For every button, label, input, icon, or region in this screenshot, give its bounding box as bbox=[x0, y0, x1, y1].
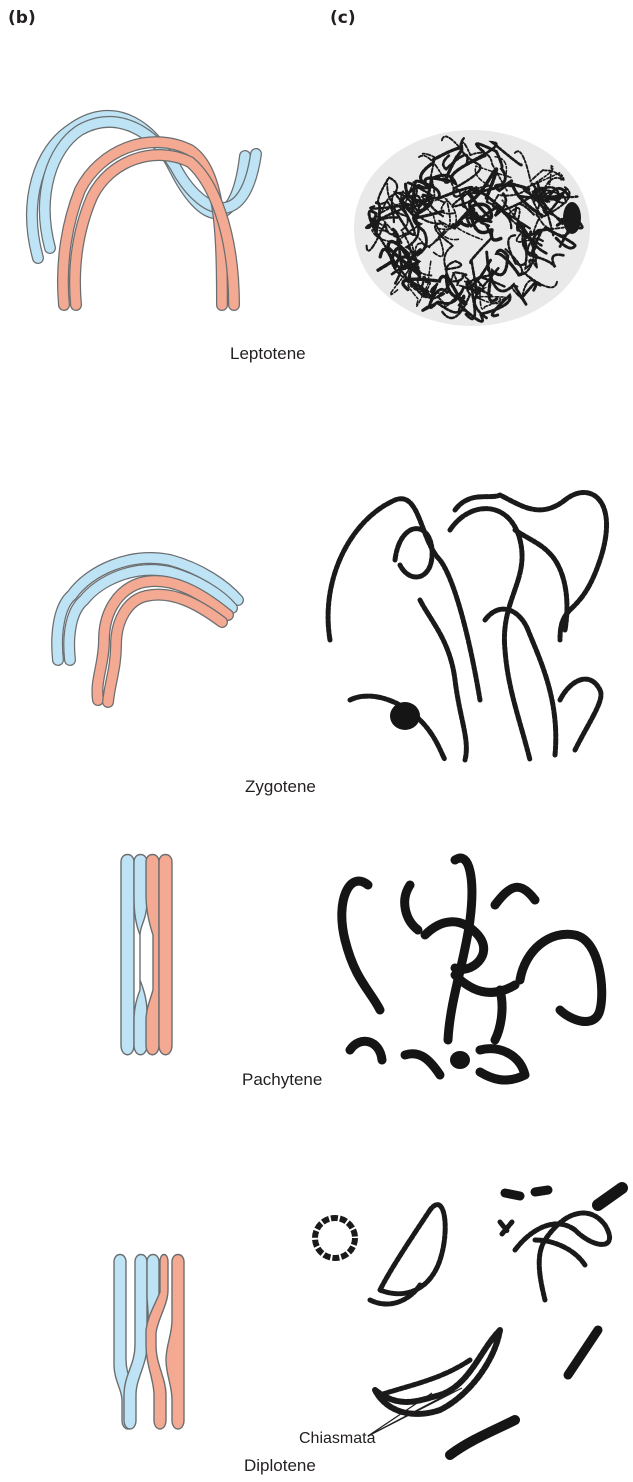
leptotene-red-homolog bbox=[63, 142, 234, 305]
pachytene-diagram bbox=[121, 855, 172, 1055]
zygotene-micrograph bbox=[328, 493, 606, 761]
chiasmata-label: Chiasmata bbox=[299, 1430, 375, 1448]
stage-label-leptotene: Leptotene bbox=[230, 344, 306, 364]
stage-label-diplotene: Diplotene bbox=[244, 1456, 316, 1476]
stage-label-pachytene: Pachytene bbox=[242, 1070, 322, 1090]
diplotene-micrograph bbox=[315, 1188, 622, 1455]
zygotene-diagram bbox=[57, 558, 238, 702]
stage-label-zygotene: Zygotene bbox=[245, 777, 316, 797]
zygotene-red-homolog bbox=[97, 581, 228, 702]
pachytene-micrograph bbox=[342, 858, 602, 1080]
diplotene-diagram bbox=[114, 1255, 184, 1430]
leptotene-micrograph bbox=[354, 130, 590, 326]
leptotene-diagram bbox=[32, 116, 256, 305]
